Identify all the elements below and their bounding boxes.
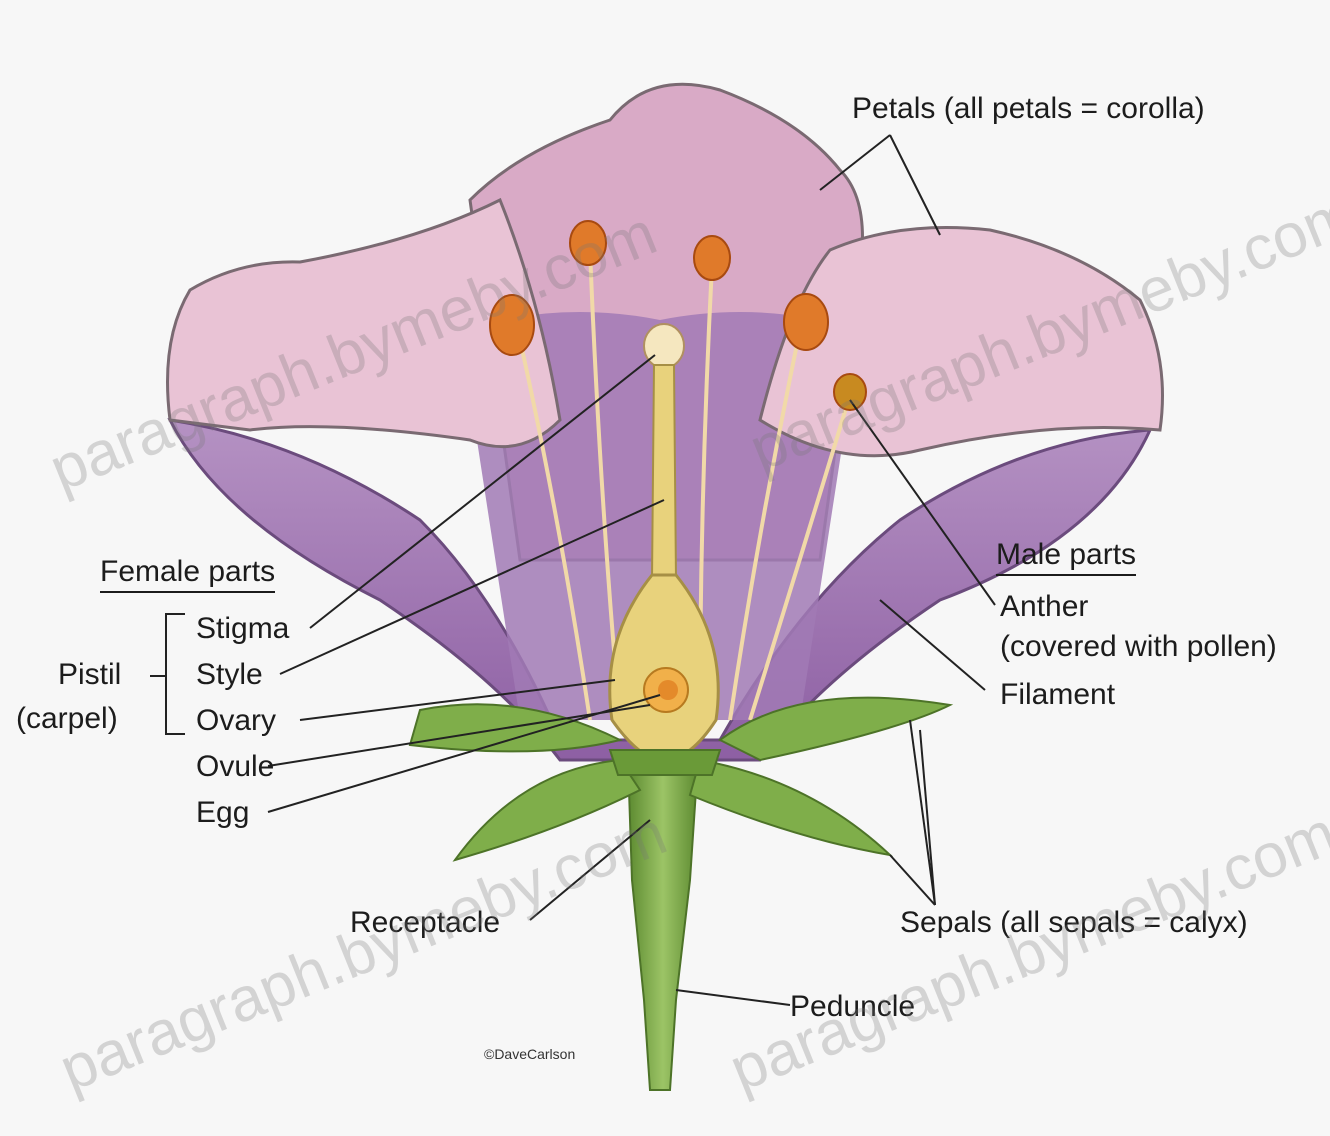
ovary-label: Ovary xyxy=(196,704,276,738)
anther-note-label: (covered with pollen) xyxy=(1000,630,1277,664)
receptacle-label: Receptacle xyxy=(350,906,500,940)
peduncle-label: Peduncle xyxy=(790,990,915,1024)
filament-label: Filament xyxy=(1000,678,1115,712)
pistil-bracket xyxy=(150,614,185,734)
male-parts-header: Male parts xyxy=(996,538,1136,576)
anther-label: Anther xyxy=(1000,590,1088,624)
petals-label: Petals (all petals = corolla) xyxy=(852,92,1205,126)
female-parts-header: Female parts xyxy=(100,555,275,593)
credit-label: ©DaveCarlson xyxy=(484,1046,575,1062)
ovule-label: Ovule xyxy=(196,750,274,784)
pistil-label: Pistil xyxy=(58,658,121,692)
style-label: Style xyxy=(196,658,263,692)
carpel-label: (carpel) xyxy=(16,702,118,736)
sepals-label: Sepals (all sepals = calyx) xyxy=(900,906,1248,940)
stigma-label: Stigma xyxy=(196,612,289,646)
egg-label: Egg xyxy=(196,796,249,830)
peduncle-shape xyxy=(628,760,698,1090)
